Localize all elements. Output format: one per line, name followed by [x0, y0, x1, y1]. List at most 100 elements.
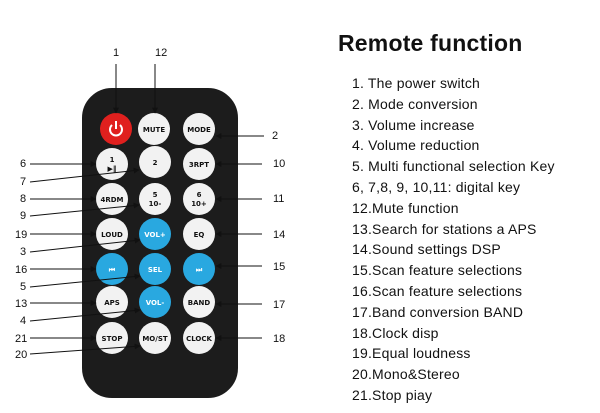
- button-face[interactable]: [96, 148, 128, 180]
- button-prev[interactable]: ⏮: [96, 253, 128, 285]
- button-eq[interactable]: EQ: [183, 218, 215, 250]
- button-face[interactable]: [139, 253, 171, 285]
- callout-4: 4: [20, 307, 141, 327]
- callout-21: 21: [15, 333, 97, 345]
- button-6[interactable]: 610+: [183, 183, 215, 215]
- button-face[interactable]: [96, 322, 128, 354]
- button-clock[interactable]: CLOCK: [183, 322, 215, 354]
- button-label: EQ: [194, 231, 205, 239]
- callout-8: 8: [20, 193, 97, 205]
- button-3[interactable]: 3RPT: [183, 148, 215, 180]
- button-face[interactable]: [139, 146, 171, 178]
- button-label: APS: [104, 299, 120, 307]
- button-face[interactable]: [139, 218, 171, 250]
- button-face[interactable]: [183, 148, 215, 180]
- button-voldn[interactable]: VOL-: [139, 286, 171, 318]
- button-volup[interactable]: VOL+: [139, 218, 171, 250]
- callout-line: [29, 343, 141, 355]
- previous-track-icon: ⏮: [109, 266, 116, 274]
- button-face[interactable]: [183, 286, 215, 318]
- callout-17: 17: [215, 299, 285, 311]
- button-label: BAND: [188, 299, 211, 307]
- callout-number: 17: [273, 299, 285, 311]
- button-loud[interactable]: LOUD: [96, 218, 128, 250]
- button-sel[interactable]: SEL: [139, 253, 171, 285]
- button-label: 10-: [149, 200, 162, 208]
- callout-number: 15: [273, 261, 285, 273]
- callout-number: 10: [273, 158, 285, 170]
- button-mute[interactable]: MUTE: [138, 113, 170, 145]
- button-face[interactable]: [139, 286, 171, 318]
- callout-number: 13: [15, 298, 27, 310]
- button-label: 10+: [191, 200, 207, 208]
- button-face[interactable]: [96, 286, 128, 318]
- button-label: MODE: [187, 126, 211, 134]
- callout-number: 2: [272, 130, 278, 142]
- function-item: 21.Stop piay: [352, 386, 433, 403]
- function-item: 2. Mode conversion: [352, 95, 478, 112]
- button-stop[interactable]: STOP: [96, 322, 128, 354]
- button-label: 2: [153, 159, 158, 167]
- callout-line: [29, 202, 140, 217]
- button-label: STOP: [102, 335, 123, 343]
- button-face[interactable]: [183, 253, 215, 285]
- button-mode[interactable]: MODE: [183, 113, 215, 145]
- callout-13: 13: [15, 298, 97, 310]
- button-face[interactable]: [183, 322, 215, 354]
- button-5[interactable]: 510-: [139, 183, 171, 215]
- button-aps[interactable]: APS: [96, 286, 128, 318]
- button-face[interactable]: [139, 183, 171, 215]
- function-item: 6, 7,8, 9, 10,11: digital key: [352, 178, 521, 195]
- callout-14: 14: [215, 229, 285, 241]
- button-2[interactable]: 2: [139, 146, 171, 178]
- callout-number: 21: [15, 333, 27, 345]
- function-item: 14.Sound settings DSP: [352, 241, 501, 258]
- button-label: 4RDM: [100, 196, 123, 204]
- button-label: CLOCK: [186, 335, 212, 343]
- function-item: 19.Equal loudness: [352, 345, 471, 362]
- button-face[interactable]: [183, 218, 215, 250]
- button-label: 1: [110, 156, 115, 164]
- button-face[interactable]: [138, 113, 170, 145]
- callout-12: 12: [152, 47, 167, 114]
- function-item: 15.Scan feature selections: [352, 262, 523, 279]
- button-face[interactable]: [183, 183, 215, 215]
- function-item: 5. Multi functional selection Key: [352, 158, 555, 175]
- callout-11: 11: [215, 193, 284, 205]
- button-face[interactable]: [183, 113, 215, 145]
- button-1[interactable]: 1▶‖: [96, 148, 128, 180]
- callout-2: 2: [215, 130, 278, 142]
- button-label: 6: [197, 191, 202, 199]
- callout-19: 19: [15, 229, 97, 241]
- callout-number: 16: [15, 264, 27, 276]
- callout-line: [29, 307, 141, 322]
- callout-number: 11: [273, 193, 284, 205]
- power-icon: [109, 121, 123, 137]
- callout-15: 15: [215, 261, 285, 273]
- button-band[interactable]: BAND: [183, 286, 215, 318]
- button-face[interactable]: [96, 253, 128, 285]
- callout-20: 20: [15, 343, 141, 361]
- button-label: VOL-: [146, 299, 165, 307]
- button-most[interactable]: MO/ST: [139, 322, 171, 354]
- button-label: 5: [153, 191, 158, 199]
- callout-16: 16: [15, 264, 97, 276]
- button-4[interactable]: 4RDM: [96, 183, 128, 215]
- function-item: 16.Scan feature selections: [352, 282, 523, 299]
- function-item: 20.Mono&Stereo: [352, 366, 460, 383]
- button-label: LOUD: [101, 231, 123, 239]
- button-power[interactable]: [100, 113, 132, 145]
- callout-number: 4: [20, 315, 26, 327]
- callout-line: [29, 273, 141, 288]
- callout-number: 5: [20, 281, 26, 293]
- callout-number: 12: [155, 47, 167, 59]
- function-item: 18.Clock disp: [352, 324, 439, 341]
- function-item: 4. Volume reduction: [352, 137, 480, 154]
- callout-number: 7: [20, 176, 26, 188]
- button-face[interactable]: [139, 322, 171, 354]
- callout-number: 3: [20, 246, 26, 258]
- next-track-icon: ⏭: [196, 266, 203, 274]
- button-next[interactable]: ⏭: [183, 253, 215, 285]
